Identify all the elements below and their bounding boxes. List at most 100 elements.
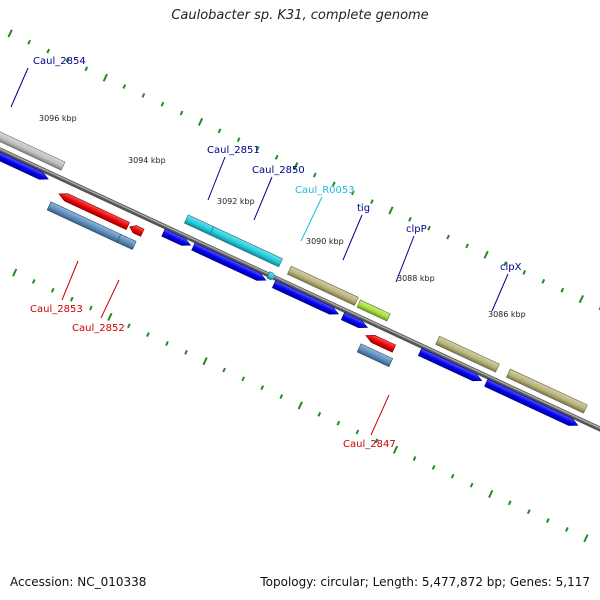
gene-label[interactable]: Caul_2852: [72, 323, 125, 334]
cds-arrow[interactable]: [191, 242, 268, 284]
protein-feature-caul-2852[interactable]: [116, 233, 137, 250]
gene-label-leader: [395, 235, 415, 283]
tick-mark-outer: [217, 128, 222, 134]
gene-label[interactable]: clpX: [500, 262, 522, 273]
protein-feature-tig[interactable]: [287, 265, 359, 306]
gene-label[interactable]: Caul_2854: [33, 56, 86, 67]
tick-mark-outer: [197, 117, 204, 126]
gene-feature-caul-2850[interactable]: [209, 226, 283, 268]
gene-feature-caul-2847[interactable]: [364, 332, 397, 353]
tick-mark-inner: [184, 349, 188, 355]
rna-feature-caul-r0053[interactable]: [266, 271, 276, 281]
gene-label[interactable]: Caul_R0053: [295, 185, 355, 196]
tick-mark-outer: [102, 73, 108, 82]
tick-mark-outer: [84, 66, 89, 72]
tick-mark-inner: [297, 401, 303, 410]
gene-label[interactable]: Caul_2853: [30, 304, 83, 315]
tick-mark-inner: [507, 500, 512, 506]
tick-mark-inner: [69, 296, 74, 302]
tick-mark-outer: [236, 137, 241, 143]
tick-mark-inner: [392, 445, 399, 454]
gene-label[interactable]: clpP: [406, 224, 427, 235]
cds-arrow[interactable]: [340, 312, 369, 331]
gene-label[interactable]: Caul_2851: [207, 145, 260, 156]
tick-mark-inner: [355, 429, 360, 435]
gene-label-leader: [253, 176, 273, 221]
tick-mark-outer: [408, 216, 412, 222]
tick-mark-outer: [255, 146, 260, 151]
gene-label[interactable]: Caul_2847: [343, 439, 396, 450]
cds-arrow[interactable]: [417, 347, 483, 384]
tick-mark-outer: [427, 225, 431, 231]
tick-mark-inner: [222, 367, 226, 373]
tick-mark-inner: [546, 518, 550, 523]
tick-mark-outer: [465, 243, 469, 249]
tick-mark-outer: [578, 294, 584, 304]
tick-mark-inner: [469, 482, 474, 488]
kbp-label: 3094 kbp: [128, 156, 166, 165]
tick-mark-outer: [331, 181, 336, 187]
gene-label-leader: [61, 260, 79, 301]
tick-mark-inner: [488, 489, 494, 499]
gene-feature-caul-2852[interactable]: [128, 223, 145, 237]
tick-mark-inner: [260, 385, 265, 391]
tick-mark-inner: [336, 420, 341, 426]
tick-mark-inner: [107, 312, 113, 321]
tick-mark-outer: [312, 172, 317, 178]
tick-mark-inner: [50, 287, 55, 293]
kbp-label: 3086 kbp: [488, 310, 526, 319]
tick-mark-inner: [279, 394, 284, 399]
protein-feature-clpp[interactable]: [356, 299, 391, 322]
protein-feature-caul-2847[interactable]: [356, 343, 394, 368]
tick-mark-outer: [541, 278, 546, 284]
gene-feature-caul-2851[interactable]: [183, 214, 214, 236]
cds-arrow[interactable]: [484, 378, 580, 429]
tick-mark-outer: [503, 261, 508, 267]
tick-mark-inner: [583, 534, 589, 543]
kbp-label: 3088 kbp: [397, 274, 435, 283]
gene-feature-caul-2854[interactable]: [0, 117, 66, 171]
kbp-label: 3090 kbp: [306, 237, 344, 246]
tick-mark-inner: [431, 464, 436, 470]
gene-label-leader: [207, 156, 226, 201]
tick-mark-inner: [374, 438, 379, 444]
tick-mark-outer: [370, 199, 374, 205]
tick-mark-outer: [446, 234, 450, 240]
map-title: Caulobacter sp. K31, complete genome: [171, 8, 429, 23]
tick-mark-outer: [65, 57, 70, 63]
tick-mark-outer: [27, 39, 31, 45]
tick-mark-outer: [179, 110, 184, 116]
tick-mark-outer: [141, 92, 146, 98]
gene-label-leader: [300, 196, 323, 242]
genome-backbone: [0, 147, 600, 432]
tick-mark-inner: [146, 332, 150, 338]
tick-mark-inner: [31, 279, 36, 284]
tick-mark-inner: [241, 376, 246, 382]
protein-feature-clpx[interactable]: [435, 335, 500, 373]
gene-label[interactable]: Caul_2850: [252, 165, 305, 176]
gene-label-leader: [10, 67, 29, 108]
tick-mark-inner: [317, 411, 322, 417]
tick-mark-outer: [46, 48, 51, 54]
cds-arrow[interactable]: [271, 280, 340, 317]
tick-mark-outer: [293, 162, 299, 171]
accession-text: Accession: NC_010338: [10, 575, 147, 589]
tick-mark-inner: [165, 341, 169, 346]
gene-label-leader: [370, 394, 390, 436]
tick-mark-inner: [89, 305, 93, 311]
tick-mark-outer: [483, 250, 489, 259]
cds-arrow[interactable]: [0, 134, 50, 183]
tick-mark-inner: [412, 456, 417, 461]
tick-mark-inner: [202, 357, 208, 366]
gene-label[interactable]: tig: [357, 203, 370, 214]
tick-mark-inner: [450, 473, 455, 479]
tick-mark-outer: [122, 84, 127, 89]
kbp-label: 3096 kbp: [39, 114, 77, 123]
tick-mark-outer: [522, 270, 527, 275]
tick-mark-outer: [351, 190, 355, 196]
protein-feature-next[interactable]: [506, 368, 588, 414]
tick-mark-outer: [274, 154, 279, 160]
gene-feature-caul-2853[interactable]: [57, 190, 130, 231]
cds-arrow[interactable]: [161, 228, 193, 249]
